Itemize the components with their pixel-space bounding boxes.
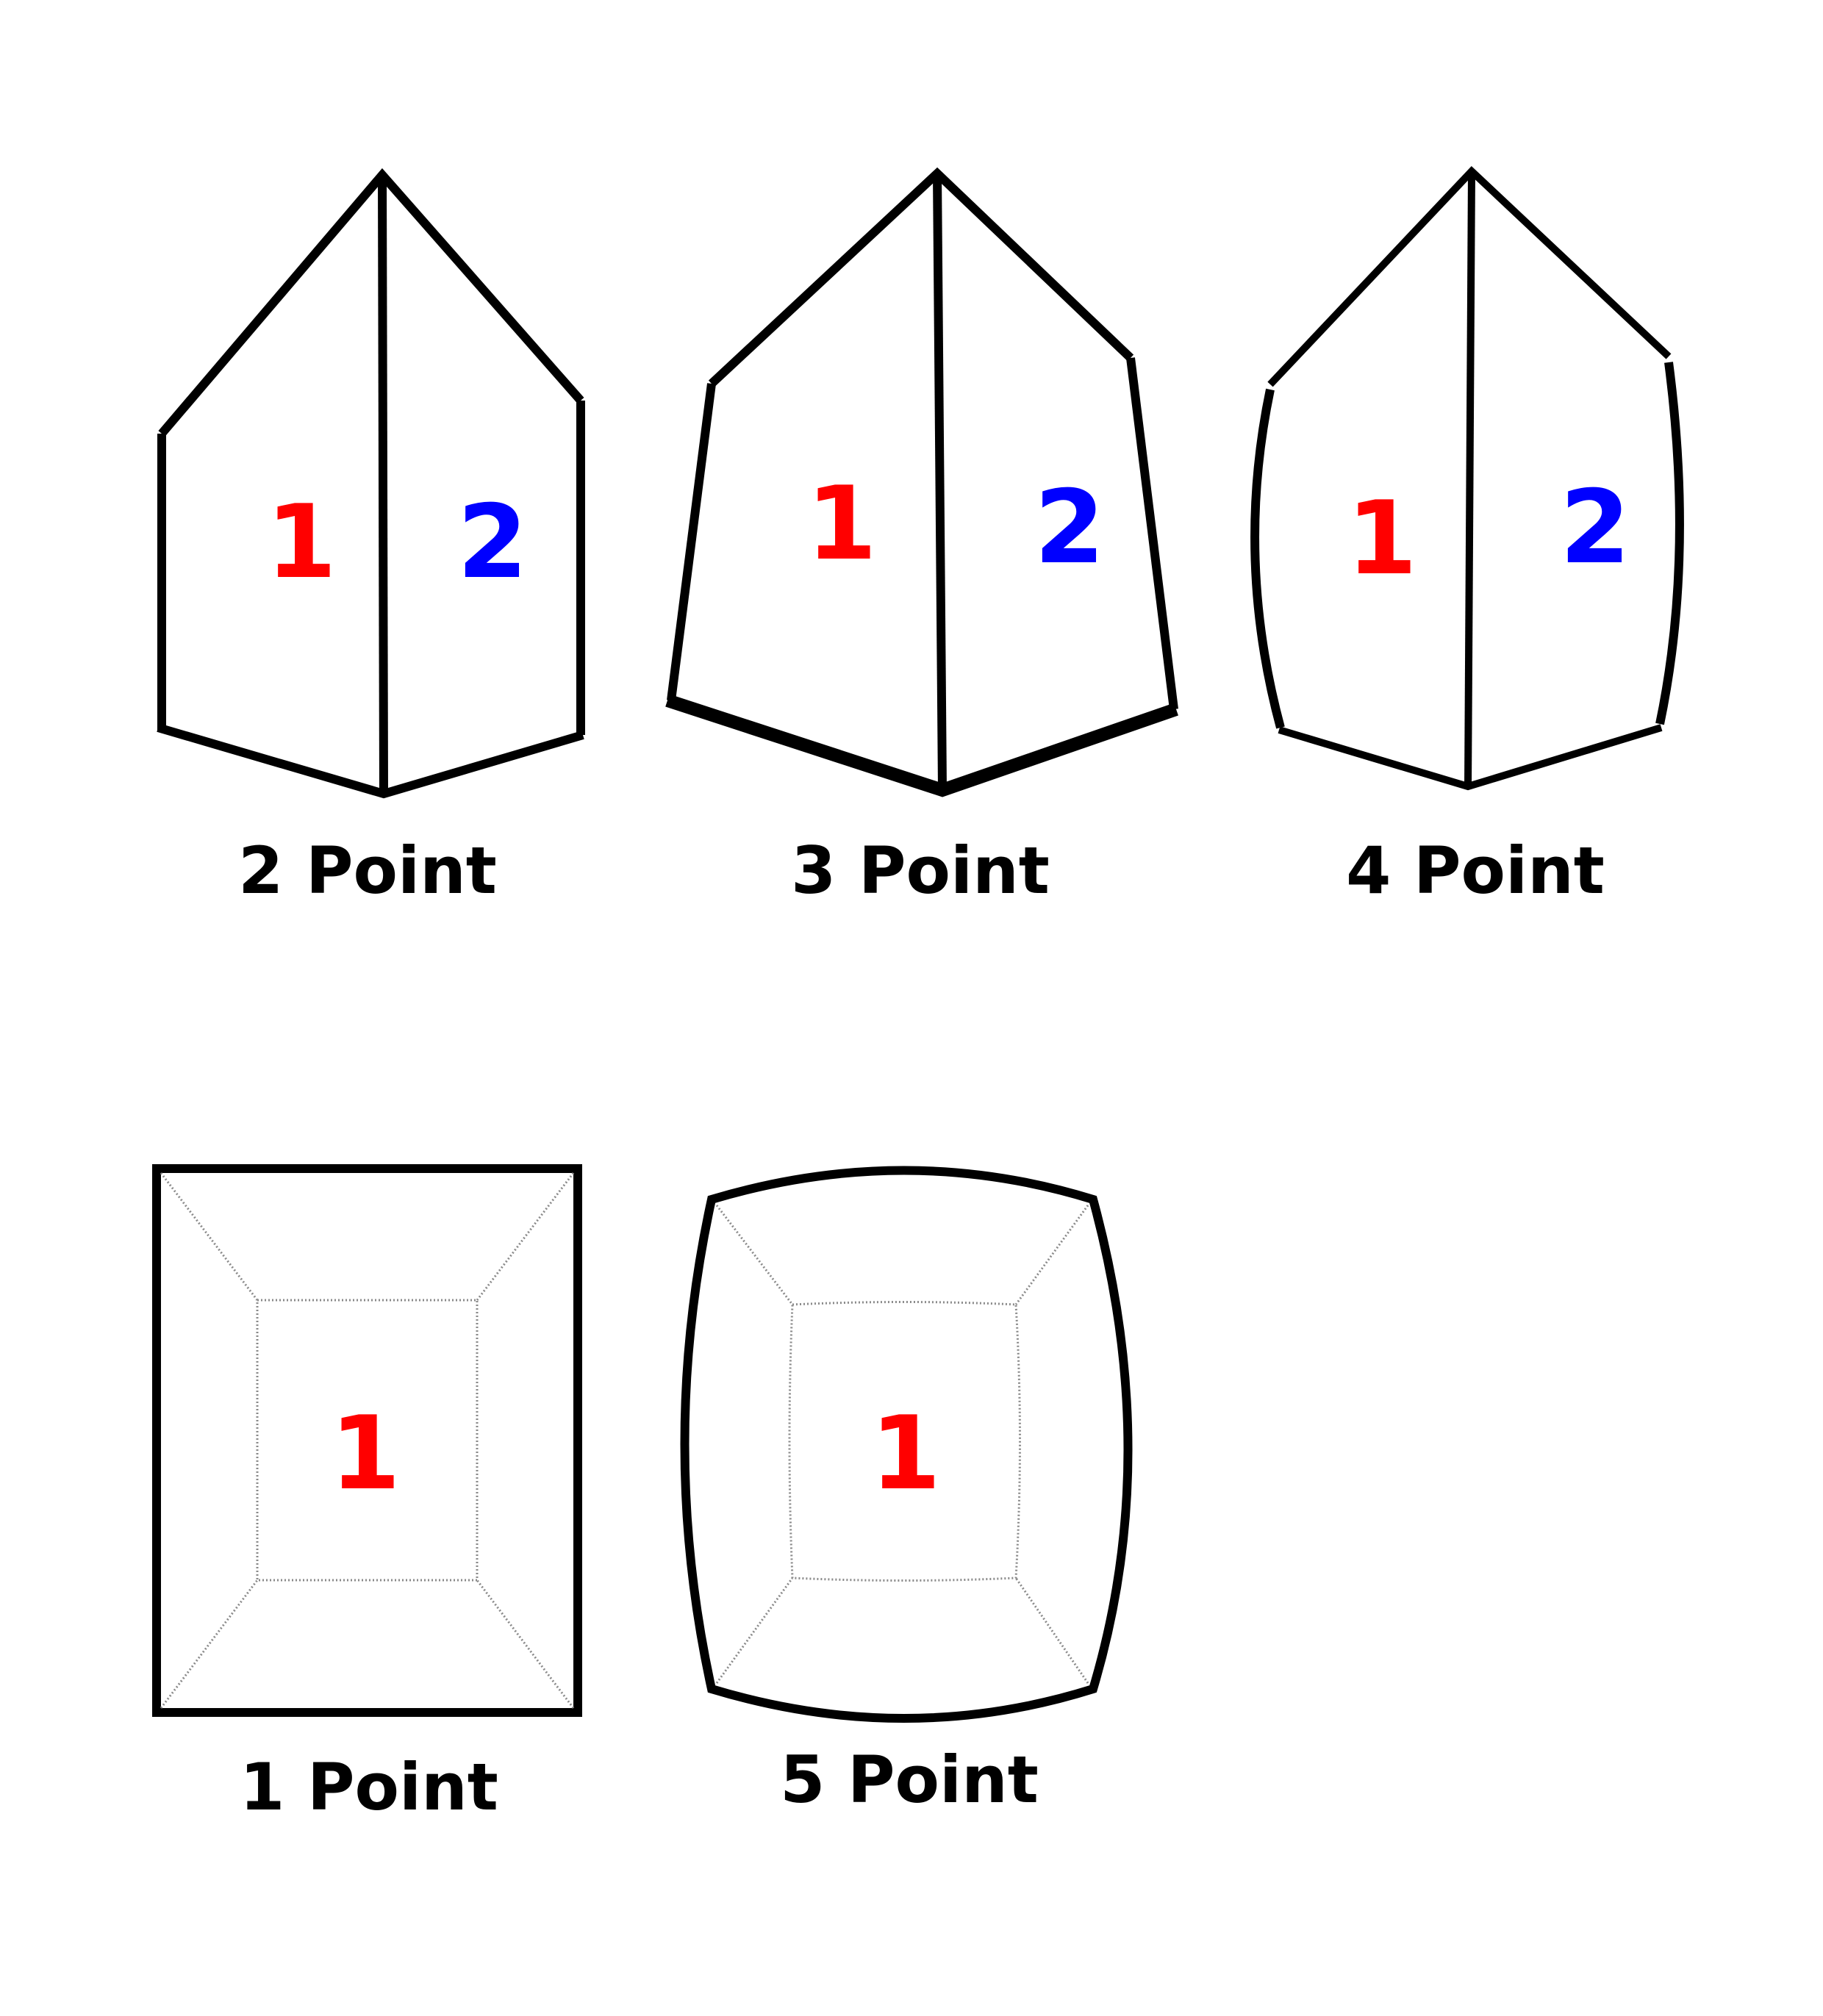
four-point-diagram: 1 2 4 Point bbox=[1250, 165, 1684, 908]
two-point-box-outline bbox=[157, 168, 585, 799]
four-point-box-outline bbox=[1250, 165, 1684, 791]
five-point-outer-frame bbox=[680, 1166, 1133, 1723]
three-point-caption: 3 Point bbox=[791, 833, 1050, 908]
five-point-caption: 5 Point bbox=[780, 1742, 1039, 1818]
two-point-diagram: 1 2 2 Point bbox=[157, 168, 585, 908]
four-point-caption: 4 Point bbox=[1346, 833, 1605, 908]
three-point-face-2-label: 2 bbox=[1034, 468, 1105, 586]
one-point-outer-frame bbox=[152, 1164, 582, 1717]
three-point-box-outline bbox=[665, 167, 1178, 797]
four-point-face-2-label: 2 bbox=[1560, 468, 1630, 586]
three-point-face-1-label: 1 bbox=[806, 464, 877, 583]
one-point-caption: 1 Point bbox=[240, 1749, 498, 1825]
four-point-face-1-label: 1 bbox=[1347, 479, 1417, 598]
two-point-caption: 2 Point bbox=[238, 833, 497, 908]
five-point-center-label: 1 bbox=[870, 1394, 941, 1513]
three-point-diagram: 1 2 3 Point bbox=[665, 167, 1178, 908]
one-point-center-label: 1 bbox=[330, 1394, 401, 1513]
two-point-face-2-label: 2 bbox=[457, 483, 528, 601]
five-point-guide-lines bbox=[715, 1205, 1089, 1684]
five-point-diagram: 1 5 Point bbox=[680, 1166, 1133, 1818]
two-point-face-1-label: 1 bbox=[266, 483, 337, 601]
one-point-diagram: 1 1 Point bbox=[152, 1164, 582, 1825]
one-point-guide-lines bbox=[160, 1172, 575, 1709]
